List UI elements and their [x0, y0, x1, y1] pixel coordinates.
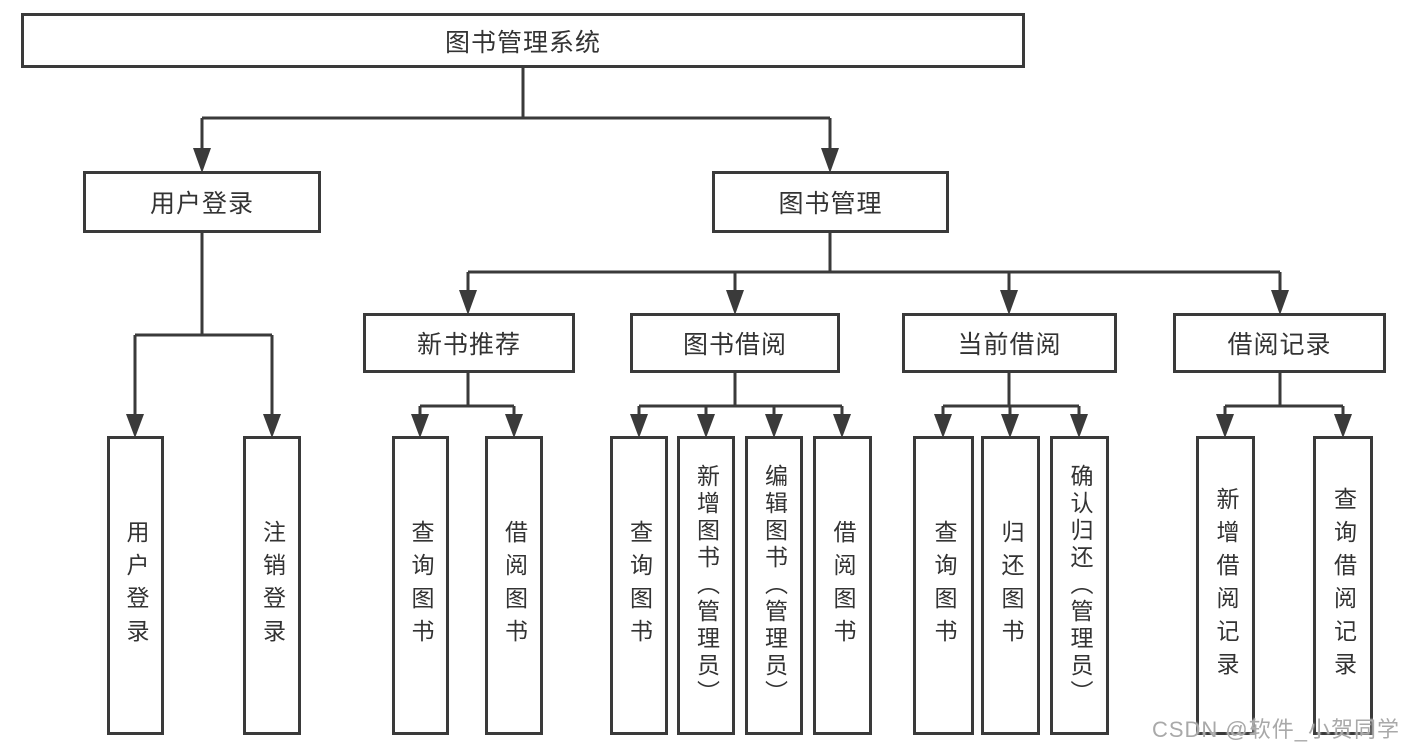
- connector-records: [1223, 373, 1345, 418]
- leaf-query-borrow-record: 查询借阅记录: [1313, 436, 1373, 735]
- node-borrowing-records: 借阅记录: [1173, 313, 1386, 373]
- leaf-add-borrow-record: 新增借阅记录: [1196, 436, 1255, 735]
- arrow-down-icon: [833, 414, 851, 438]
- leaf-edit-books-admin: 编辑图书（管理员）: [745, 436, 803, 735]
- leaf-add-books-admin: 新增图书（管理员）: [677, 436, 735, 735]
- leaf-borrow-books-recommend: 借阅图书: [485, 436, 543, 735]
- connector-new-books: [418, 373, 516, 418]
- arrow-down-icon: [459, 290, 477, 315]
- arrow-down-icon: [630, 414, 648, 438]
- arrow-down-icon: [505, 414, 523, 438]
- node-new-book-recommendation: 新书推荐: [363, 313, 575, 373]
- arrow-down-icon: [126, 414, 144, 438]
- csdn-watermark: CSDN @软件_小贺同学: [1151, 717, 1400, 742]
- arrow-down-icon: [193, 148, 211, 173]
- arrow-down-icon: [1216, 414, 1234, 438]
- arrow-down-icon: [821, 148, 839, 173]
- leaf-confirm-return-admin: 确认归还（管理员）: [1050, 436, 1109, 735]
- leaf-logout: 注销登录: [243, 436, 301, 735]
- node-book-management: 图书管理: [712, 171, 949, 233]
- node-user-login: 用户登录: [83, 171, 321, 233]
- leaf-return-books: 归还图书: [981, 436, 1040, 735]
- leaf-user-login: 用户登录: [107, 436, 164, 735]
- node-book-borrowing: 图书借阅: [630, 313, 840, 373]
- leaf-query-books-borrowing: 查询图书: [610, 436, 668, 735]
- arrow-down-icon: [411, 414, 429, 438]
- connector-root: [200, 68, 832, 152]
- node-current-borrowing: 当前借阅: [902, 313, 1117, 373]
- connector-user-login: [133, 233, 274, 418]
- arrow-down-icon: [697, 414, 715, 438]
- arrow-down-icon: [726, 290, 744, 315]
- connector-borrowing: [637, 373, 844, 418]
- arrowheads: [126, 148, 1352, 438]
- connector-book-mgmt: [466, 233, 1282, 294]
- connector-current: [941, 373, 1081, 418]
- leaf-borrow-books-borrowing: 借阅图书: [813, 436, 872, 735]
- arrow-down-icon: [263, 414, 281, 438]
- node-library-management-system: 图书管理系统: [21, 13, 1025, 68]
- arrow-down-icon: [1000, 290, 1018, 315]
- arrow-down-icon: [1070, 414, 1088, 438]
- arrow-down-icon: [765, 414, 783, 438]
- arrow-down-icon: [1334, 414, 1352, 438]
- arrow-down-icon: [1001, 414, 1019, 438]
- leaf-query-books-current: 查询图书: [913, 436, 974, 735]
- arrow-down-icon: [934, 414, 952, 438]
- leaf-query-books-recommend: 查询图书: [392, 436, 449, 735]
- arrow-down-icon: [1271, 290, 1289, 315]
